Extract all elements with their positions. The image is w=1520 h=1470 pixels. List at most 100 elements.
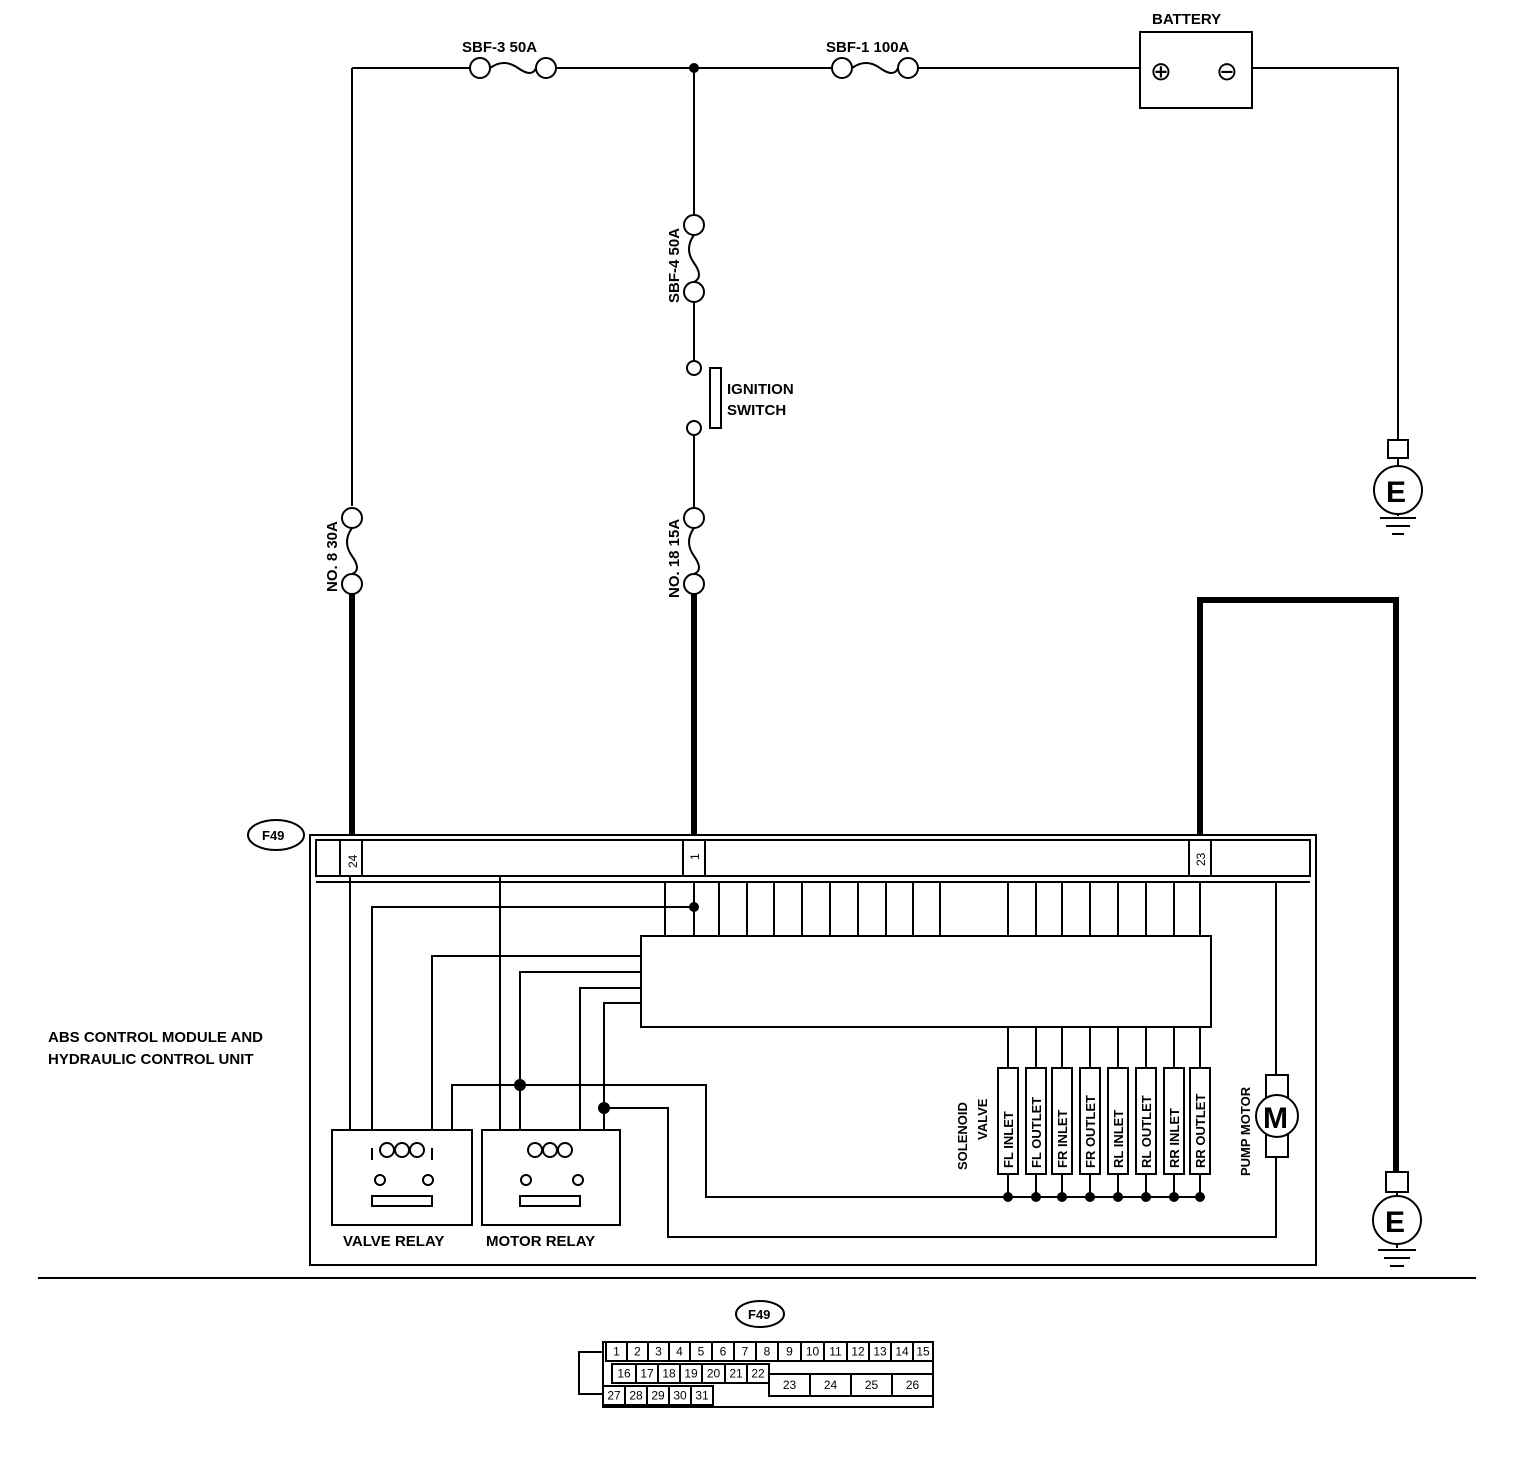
svg-text:1: 1 [613, 1345, 620, 1359]
svg-text:19: 19 [684, 1367, 698, 1381]
pin-cell: 22 [746, 1363, 770, 1384]
svg-text:11: 11 [829, 1345, 842, 1359]
sbf4-label: SBF-4 50A [666, 228, 683, 303]
solenoid-name: FL INLET [1001, 1111, 1016, 1168]
svg-text:8: 8 [764, 1345, 771, 1359]
fuse-sbf4: SBF-4 50A [666, 214, 705, 303]
pin-cell: 11 [823, 1341, 848, 1362]
svg-text:23: 23 [783, 1378, 797, 1392]
fuse-sbf1: SBF-1 100A [826, 39, 919, 79]
svg-text:3: 3 [655, 1345, 662, 1359]
top-junction-dot [689, 63, 699, 73]
pin-cell: 25 [850, 1373, 893, 1397]
pump-motor-label: PUMP MOTOR [1238, 1086, 1253, 1176]
ground-small-icon: E [1386, 476, 1406, 509]
solenoid-fr-inlet: FR INLET [1051, 1027, 1073, 1202]
motor-relay-label: MOTOR RELAY [486, 1233, 595, 1250]
pin-cell: 30 [668, 1385, 692, 1406]
pin-cell: 26 [891, 1373, 934, 1397]
solenoid-fl-inlet: FL INLET [997, 1027, 1019, 1202]
module-label-2: HYDRAULIC CONTROL UNIT [48, 1051, 254, 1068]
pin-cell: 18 [657, 1363, 681, 1384]
svg-text:21: 21 [729, 1367, 743, 1381]
svg-text:16: 16 [617, 1367, 631, 1381]
svg-text:15: 15 [916, 1345, 930, 1359]
svg-text:22: 22 [751, 1367, 765, 1381]
svg-text:2: 2 [634, 1345, 641, 1359]
pin-cell: 4 [668, 1341, 691, 1362]
svg-text:25: 25 [865, 1378, 879, 1392]
pin-cell: 5 [689, 1341, 713, 1362]
pin-cell: 28 [624, 1385, 648, 1406]
battery: BATTERY ⊕ ⊖ [1139, 11, 1253, 109]
svg-text:26: 26 [906, 1378, 920, 1392]
fuse18-label: NO. 18 15A [666, 519, 683, 598]
svg-text:31: 31 [695, 1389, 709, 1403]
ignition-label-1: IGNITION [727, 381, 794, 398]
harness-wires [349, 594, 1399, 1172]
motor-relay: MOTOR RELAY [481, 1129, 621, 1250]
svg-text:13: 13 [873, 1345, 887, 1359]
svg-text:27: 27 [607, 1389, 621, 1403]
valve-relay-label: VALVE RELAY [343, 1233, 444, 1250]
connector-to-control-lines [664, 882, 1201, 936]
fuse-sbf3: SBF-3 50A [462, 39, 557, 79]
solenoid-name: FL OUTLET [1029, 1097, 1044, 1168]
solenoid-rr-inlet: RR INLET [1163, 1027, 1185, 1202]
ground-small: E [1373, 439, 1423, 535]
pin-cell: 2 [626, 1341, 649, 1362]
pin-cell: 19 [679, 1363, 703, 1384]
ground-large-icon: E [1385, 1206, 1405, 1239]
pin-cell: 20 [701, 1363, 726, 1384]
svg-text:7: 7 [742, 1345, 749, 1359]
pin-cell: 29 [646, 1385, 670, 1406]
pin-cell: 10 [800, 1341, 825, 1362]
connector-label: F49 [262, 828, 284, 843]
solenoid-name: RR INLET [1167, 1108, 1182, 1168]
svg-text:29: 29 [651, 1389, 665, 1403]
motor-icon: M [1263, 1102, 1288, 1135]
pin-cell: 17 [635, 1363, 659, 1384]
sbf1-label: SBF-1 100A [826, 39, 910, 56]
svg-text:30: 30 [673, 1389, 687, 1403]
svg-text:17: 17 [640, 1367, 654, 1381]
svg-text:6: 6 [720, 1345, 727, 1359]
fuse8-label: NO. 8 30A [324, 521, 341, 592]
svg-text:28: 28 [629, 1389, 643, 1403]
pump-motor: M PUMP MOTOR [1238, 1074, 1299, 1176]
solenoid-label-1: SOLENOID [955, 1102, 970, 1170]
solenoid-label-2: VALVE [975, 1098, 990, 1140]
solenoid-rl-outlet: RL OUTLET [1135, 1027, 1157, 1202]
pin-cell: 9 [777, 1341, 802, 1362]
svg-text:24: 24 [824, 1378, 838, 1392]
svg-text:18: 18 [662, 1367, 676, 1381]
svg-text:14: 14 [895, 1345, 909, 1359]
pin-cell: 14 [890, 1341, 914, 1362]
solenoid-name: FR INLET [1055, 1109, 1070, 1168]
pin-cell: 21 [724, 1363, 748, 1384]
solenoid-fl-outlet: FL OUTLET [1025, 1027, 1047, 1202]
top-power-bus [351, 63, 1399, 506]
pin-23: 23 [1194, 852, 1208, 866]
pinout-title: F49 [748, 1307, 770, 1322]
pin-cell: 15 [912, 1341, 934, 1362]
pin-cell: 8 [755, 1341, 779, 1362]
solenoid-name: RR OUTLET [1193, 1094, 1208, 1168]
pin-24: 24 [346, 854, 360, 868]
ground-large: E [1372, 1171, 1422, 1267]
module-label-1: ABS CONTROL MODULE AND [48, 1029, 263, 1046]
battery-minus-icon: ⊖ [1216, 56, 1238, 86]
battery-plus-icon: ⊕ [1150, 56, 1172, 86]
solenoid-rr-outlet: RR OUTLET [1189, 1027, 1211, 1202]
battery-label: BATTERY [1152, 11, 1221, 28]
fuse-no8: NO. 8 30A [324, 507, 363, 595]
pin-cell: 13 [868, 1341, 892, 1362]
pin-cell: 27 [602, 1385, 626, 1406]
solenoid-name: RL INLET [1111, 1110, 1126, 1168]
pin-cell: 7 [733, 1341, 757, 1362]
pin-cell: 12 [846, 1341, 870, 1362]
ignition-label-2: SWITCH [727, 402, 786, 419]
